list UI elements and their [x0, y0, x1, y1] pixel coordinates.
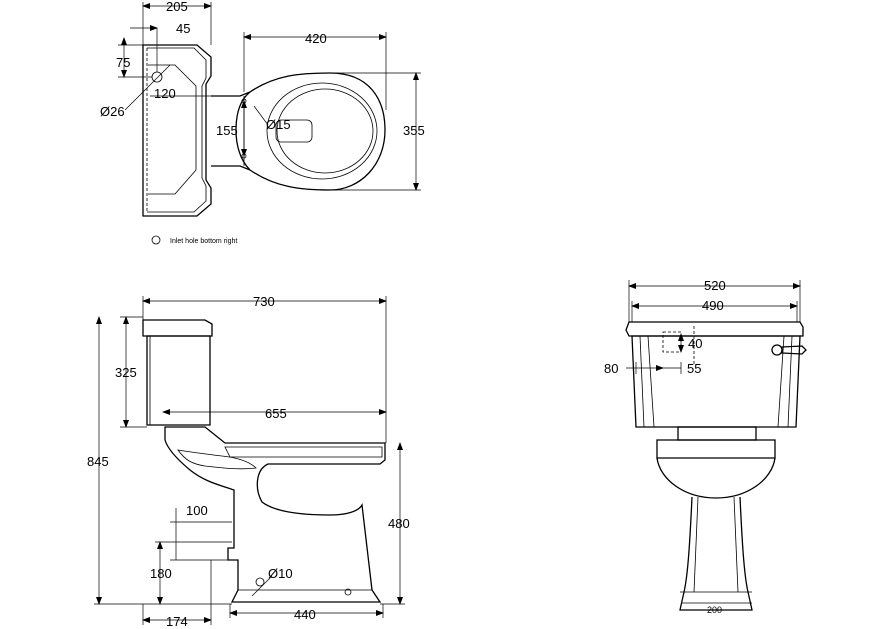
dim-120-label: 120 — [154, 86, 176, 101]
dim-10-leader — [251, 575, 273, 597]
front-pedestal — [679, 496, 753, 611]
side-flush-pipe — [177, 449, 257, 470]
plan-cistern-bevel — [148, 64, 197, 195]
side-fix-hole — [255, 577, 265, 587]
inlet-legend-icon — [151, 235, 161, 245]
dim-26-leader — [124, 64, 171, 111]
plan-bowl-outer — [235, 72, 386, 191]
front-view: 520 490 40 80 55 200 — [604, 278, 807, 615]
dim-40-label: 40 — [688, 336, 702, 351]
plan-outlet — [275, 119, 313, 143]
dim-15-leader — [253, 105, 269, 126]
plan-cistern-outline — [142, 44, 212, 217]
dim-174-label: 174 — [166, 614, 188, 629]
side-view: 730 325 655 845 100 180 480 Ø10 174 440 — [87, 294, 410, 629]
plan-inlet-hole — [151, 71, 163, 83]
inlet-note: Inlet hole bottom right — [170, 238, 237, 245]
dim-45-label: 45 — [176, 21, 190, 36]
dim-100-label: 100 — [186, 503, 208, 518]
plan-bowl-rim — [266, 82, 378, 180]
dim-205-label: 205 — [166, 0, 188, 14]
dim-155-label: 155 — [216, 123, 238, 138]
side-fix-hole-2 — [344, 588, 352, 596]
dim-80-label: 80 — [604, 361, 618, 376]
plan-bowl-inner — [276, 88, 374, 174]
dim-440-label: 440 — [294, 607, 316, 622]
front-pedestal-bevels — [680, 496, 752, 593]
dim-10-label: Ø10 — [268, 566, 293, 581]
dim-15-label: Ø15 — [266, 117, 291, 132]
side-bowl — [164, 426, 386, 603]
dim-845-label: 845 — [87, 454, 109, 469]
dim-180-label: 180 — [150, 566, 172, 581]
front-bowl-rim — [656, 439, 776, 459]
front-flush-lever-icon — [781, 345, 807, 355]
dim-520-label: 520 — [704, 278, 726, 293]
front-flush-lever-boss — [771, 344, 783, 356]
plan-cistern-inner — [147, 47, 207, 213]
dim-26-label: Ø26 — [100, 104, 125, 119]
side-seat — [224, 446, 383, 458]
side-cistern-lid — [142, 319, 213, 337]
plan-connector — [211, 91, 251, 171]
dim-325-label: 325 — [115, 365, 137, 380]
dim-75-label: 75 — [116, 55, 130, 70]
dim-655-label: 655 — [265, 406, 287, 421]
dim-480-label: 480 — [388, 516, 410, 531]
plan-view: 205 45 75 120 Ø26 420 155 Ø15 355 Inlet … — [100, 0, 425, 245]
dim-420-label: 420 — [305, 31, 327, 46]
dim-200-label: 200 — [707, 605, 722, 615]
front-cistern-bevels — [639, 335, 793, 428]
front-flush-valve-hidden — [662, 331, 682, 353]
front-neck — [677, 426, 757, 441]
dim-355-label: 355 — [403, 123, 425, 138]
dim-730-label: 730 — [253, 294, 275, 309]
front-cistern-body — [631, 335, 801, 428]
side-cistern-body — [146, 335, 211, 426]
front-cistern-lid — [625, 321, 804, 337]
dim-55-label: 55 — [687, 361, 701, 376]
front-bowl — [656, 457, 776, 499]
dim-490-label: 490 — [702, 298, 724, 313]
